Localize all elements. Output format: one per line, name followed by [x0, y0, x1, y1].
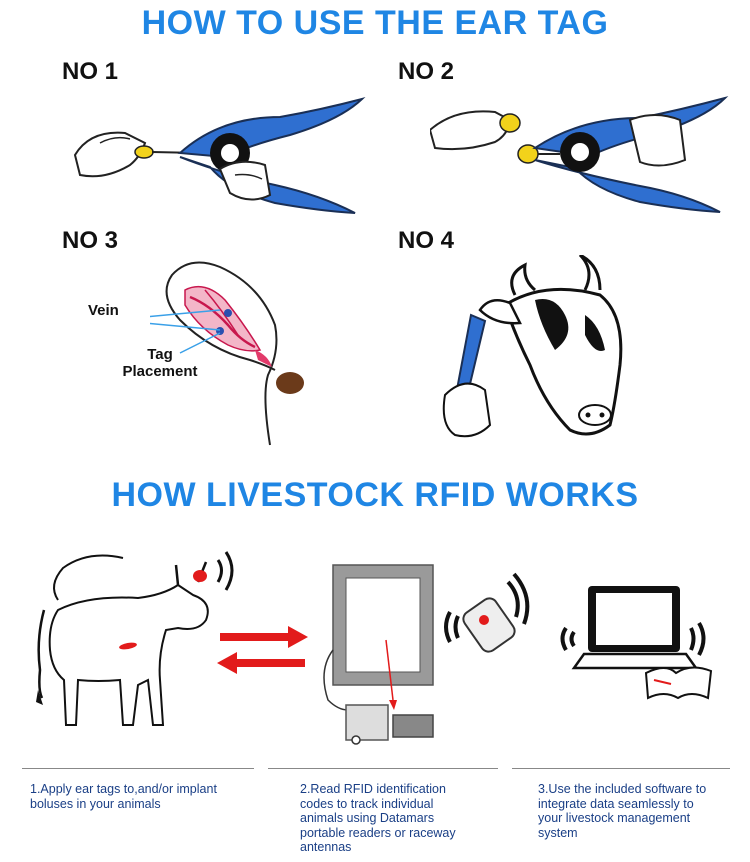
step-label-3: NO 3 — [62, 227, 119, 254]
step2-applicator-illustration — [430, 96, 729, 213]
ear-tag-title: HOW TO USE THE EAR TAG — [141, 4, 609, 42]
tag-placement-annotation: Tag Placement — [110, 346, 210, 380]
cow-illustration — [36, 551, 234, 726]
tag-annotation-line2: Placement — [122, 363, 198, 380]
vein-annotation: Vein — [88, 302, 119, 319]
step-label-1: NO 1 — [62, 58, 119, 85]
caption-divider-2 — [268, 768, 498, 769]
step-caption-1: 1.Apply ear tags to,and/or implant bolus… — [30, 782, 217, 811]
transmission-arrows-icon — [217, 626, 308, 674]
handheld-reader-icon — [444, 572, 530, 653]
rfid-title: HOW LIVESTOCK RFID WORKS — [111, 476, 639, 514]
raceway-antenna-illustration — [323, 564, 434, 745]
caption-divider-1 — [22, 768, 254, 769]
caption-divider-3 — [512, 768, 730, 769]
tag-annotation-line1: Tag — [147, 346, 173, 363]
step3-ear-diagram — [150, 261, 304, 446]
step-caption-3: 3.Use the included software to integrate… — [538, 782, 707, 840]
step-label-2: NO 2 — [398, 58, 455, 85]
step-caption-2: 2.Read RFID identification codes to trac… — [300, 782, 456, 854]
step1-applicator-illustration — [73, 97, 366, 214]
step4-cow-head-illustration — [442, 255, 623, 438]
step-label-4: NO 4 — [398, 227, 455, 254]
laptop-software-icon — [560, 586, 713, 700]
